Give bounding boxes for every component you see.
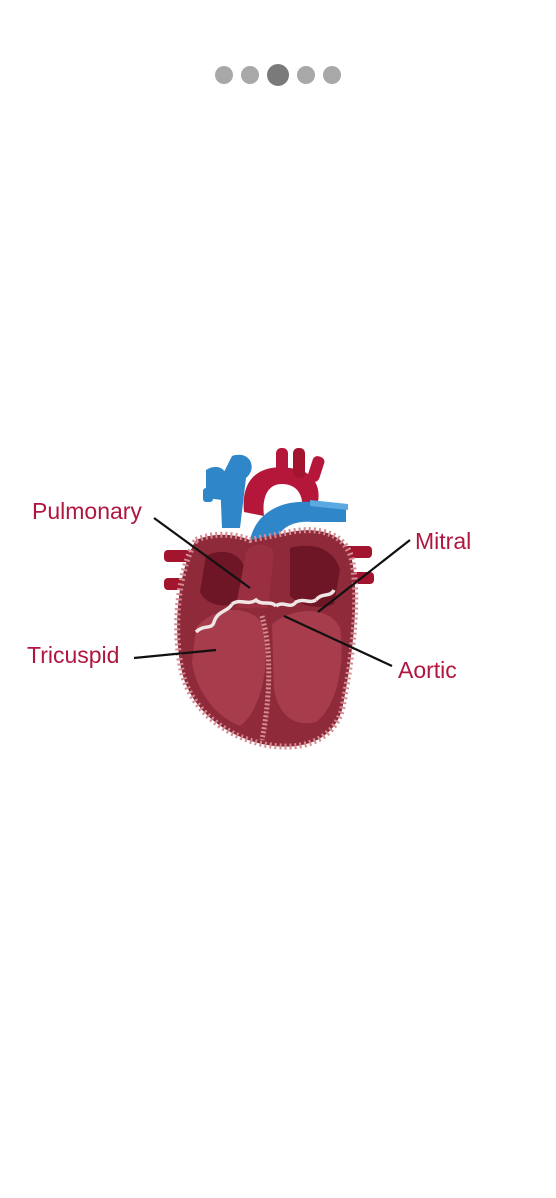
tricuspid-leader-line xyxy=(133,648,217,660)
mitral-leader-line xyxy=(317,539,411,613)
page-indicator xyxy=(0,62,556,88)
page-dot-1[interactable] xyxy=(215,66,233,84)
mitral-label: Mitral xyxy=(415,528,472,554)
leader-lines xyxy=(133,517,411,667)
page-dot-5[interactable] xyxy=(323,66,341,84)
tricuspid-label: Tricuspid xyxy=(27,642,120,668)
page-dot-3-active[interactable] xyxy=(267,64,289,86)
page-dot-2[interactable] xyxy=(241,66,259,84)
aortic-leader-line xyxy=(283,615,393,667)
aortic-label: Aortic xyxy=(398,657,457,683)
page-dot-4[interactable] xyxy=(297,66,315,84)
heart-illustration xyxy=(164,448,374,750)
pulmonary-label: Pulmonary xyxy=(32,498,142,524)
pulmonary-leader-line xyxy=(153,517,251,589)
